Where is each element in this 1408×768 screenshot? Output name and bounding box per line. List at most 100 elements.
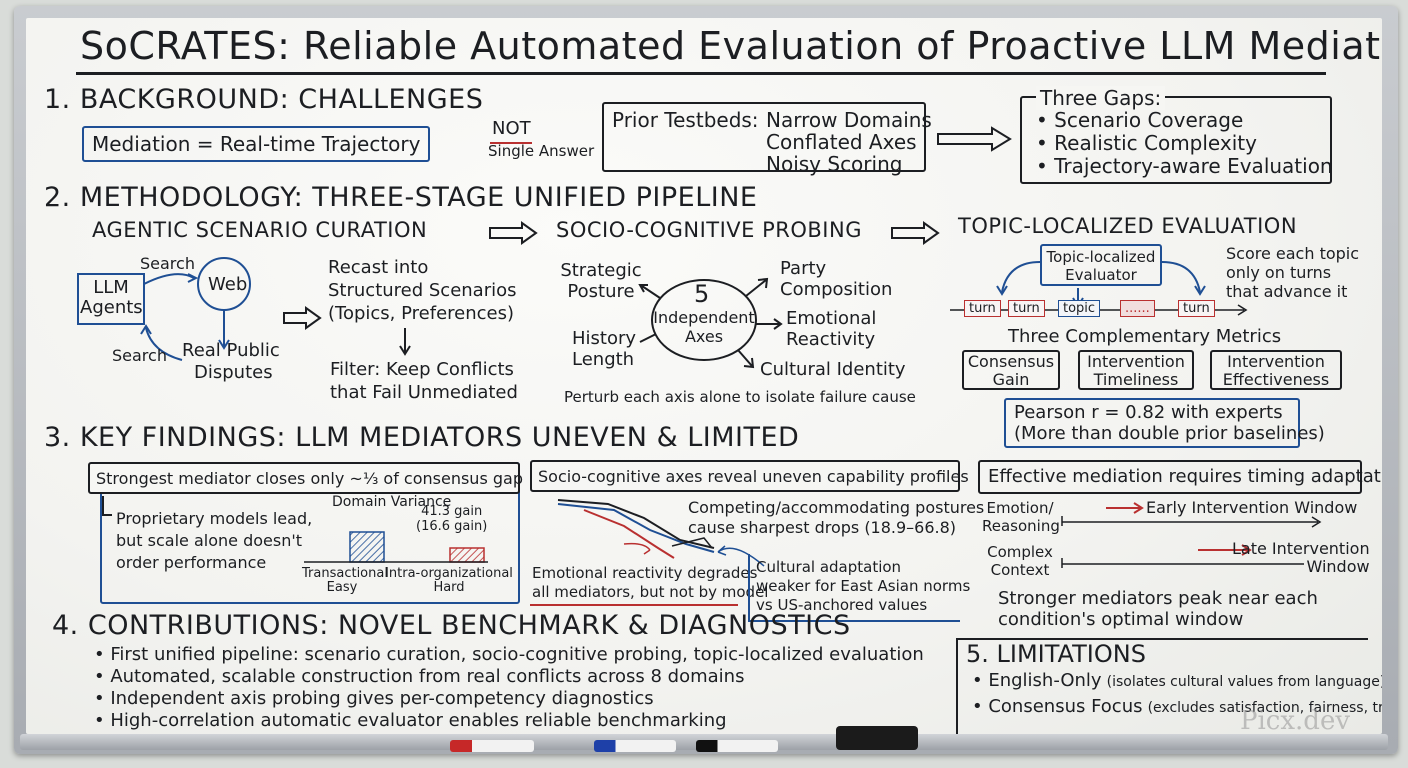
red-marker-icon[interactable] bbox=[450, 740, 534, 752]
finding-1-title: Strongest mediator closes only ~⅓ of con… bbox=[88, 462, 523, 494]
filter-line: that Fail Unmediated bbox=[330, 382, 518, 403]
whiteboard: SoCRATES: Reliable Automated Evaluation … bbox=[26, 18, 1382, 734]
bar-value-label: 41.3 gain (16.6 gain) bbox=[416, 504, 487, 534]
arrow-icon bbox=[489, 221, 538, 245]
score-note: Score each topic only on turns that adva… bbox=[1226, 244, 1359, 301]
note-line: Proprietary models lead, bbox=[116, 509, 313, 528]
arrow-icon bbox=[891, 221, 940, 245]
score-note-line: only on turns bbox=[1226, 263, 1332, 282]
timing-axis-2 bbox=[1061, 544, 1304, 568]
stage-2-label: SOCIO-COGNITIVE PROBING bbox=[556, 218, 862, 242]
arrow-icon bbox=[283, 306, 322, 330]
three-gaps-title: Three Gaps: bbox=[1036, 86, 1166, 110]
limitation-main: • Consensus Focus bbox=[972, 696, 1143, 717]
section-5-heading: 5. LIMITATIONS bbox=[966, 640, 1146, 668]
eraser-icon[interactable] bbox=[836, 726, 918, 750]
metrics-title: Three Complementary Metrics bbox=[1008, 326, 1282, 347]
domain-variance-bar-chart bbox=[304, 531, 488, 563]
topic-localized-evaluator: Topic-localized Evaluator bbox=[1040, 244, 1162, 286]
cultural-bracket bbox=[748, 554, 960, 622]
row-label-line: Complex bbox=[987, 543, 1053, 561]
bracket-line bbox=[102, 496, 112, 516]
limitations-box bbox=[956, 638, 1368, 734]
finding-2-cultural: Cultural adaptation weaker for East Asia… bbox=[756, 558, 970, 615]
pearson-box: Pearson r = 0.82 with experts (More than… bbox=[1004, 398, 1325, 448]
metric-line: Consensus bbox=[967, 352, 1055, 371]
axes-label-line: Axes bbox=[684, 327, 724, 346]
row-label-line: Context bbox=[990, 561, 1050, 579]
axis-cultural-identity: Cultural Identity bbox=[760, 359, 906, 380]
note-line: Stronger mediators peak near each bbox=[998, 588, 1318, 609]
finding-3-note: Stronger mediators peak near each condit… bbox=[998, 588, 1318, 630]
search-label: Search bbox=[112, 346, 167, 365]
curation-loop-diagram bbox=[77, 257, 251, 361]
turn-chip: turn bbox=[964, 300, 1001, 317]
section-4-heading: 4. CONTRIBUTIONS: NOVEL BENCHMARK & DIAG… bbox=[52, 610, 851, 641]
note-line: order performance bbox=[116, 553, 267, 572]
gap-item: • Scenario Coverage bbox=[1036, 108, 1244, 132]
turn-chip: turn bbox=[1178, 300, 1215, 317]
pearson-line: Pearson r = 0.82 with experts bbox=[1014, 402, 1283, 423]
finding-line: Cultural adaptation bbox=[756, 558, 902, 576]
page-title: SoCRATES: Reliable Automated Evaluation … bbox=[80, 24, 1382, 68]
axes-label-line: Independent bbox=[653, 308, 755, 327]
category-line: Hard bbox=[433, 580, 465, 595]
contribution-item: • High-correlation automatic evaluator e… bbox=[94, 710, 727, 731]
axis-emotional-reactivity: Emotional Reactivity bbox=[786, 308, 876, 350]
metric-line: Intervention bbox=[1087, 352, 1185, 371]
recast-line: Structured Scenarios bbox=[328, 280, 517, 301]
category-line: Intra-organizational bbox=[385, 566, 513, 581]
axis-strategic-posture: Strategic Posture bbox=[556, 260, 646, 302]
gap-item: • Realistic Complexity bbox=[1036, 131, 1257, 155]
bar-category-easy: Transactional Easy bbox=[302, 567, 388, 595]
window-label-line: Late Intervention bbox=[1232, 539, 1370, 558]
timing-row-2-label: Complex Context bbox=[982, 543, 1058, 579]
score-note-line: Score each topic bbox=[1226, 244, 1360, 263]
blue-marker-icon[interactable] bbox=[594, 740, 676, 752]
note-line: condition's optimal window bbox=[998, 609, 1244, 630]
title-underline bbox=[76, 72, 1326, 75]
black-marker-icon[interactable] bbox=[696, 740, 778, 752]
llm-agents-node: LLM Agents bbox=[80, 277, 143, 318]
finding-line: Emotional reactivity degrades bbox=[532, 564, 758, 582]
capability-profile-sketch bbox=[557, 499, 765, 567]
prior-testbeds-label: Prior Testbeds: bbox=[612, 108, 759, 132]
real-public-label: Real Public bbox=[182, 340, 280, 361]
bar-label-line: (16.6 gain) bbox=[416, 519, 488, 534]
prior-testbeds-box: Prior Testbeds: Narrow Domains Conflated… bbox=[602, 102, 932, 176]
stage-3-label: TOPIC-LOCALIZED EVALUATION bbox=[958, 214, 1298, 238]
metric-intervention-effectiveness: Intervention Effectiveness bbox=[1210, 350, 1342, 390]
not-label: NOT bbox=[492, 118, 531, 139]
contribution-item: • Automated, scalable construction from … bbox=[94, 666, 745, 687]
evaluator-line: Evaluator bbox=[1065, 266, 1137, 284]
timing-row-1-label: Emotion/ Reasoning bbox=[982, 499, 1060, 535]
note-line: but scale alone doesn't bbox=[116, 531, 303, 550]
late-window-label: Late Intervention Window bbox=[1232, 540, 1370, 576]
axes-count: 5 bbox=[694, 280, 710, 308]
filter-text: Filter: Keep Conflicts that Fail Unmedia… bbox=[330, 358, 518, 404]
pearson-line: (More than double prior baselines) bbox=[1014, 423, 1325, 444]
limitation-item: • Consensus Focus (excludes satisfaction… bbox=[972, 696, 1382, 717]
limitation-main: • English-Only bbox=[972, 670, 1102, 691]
finding-line: cause sharpest drops (18.9–66.8) bbox=[688, 518, 957, 537]
metric-line: Timeliness bbox=[1093, 370, 1179, 389]
metric-line: Gain bbox=[992, 370, 1030, 389]
section-2-heading: 2. METHODOLOGY: THREE-STAGE UNIFIED PIPE… bbox=[44, 182, 758, 213]
recast-text: Recast into Structured Scenarios (Topics… bbox=[328, 256, 517, 325]
finding-line: all mediators, but not by model bbox=[532, 583, 769, 601]
gap-item: • Trajectory-aware Evaluation bbox=[1036, 154, 1333, 178]
prior-item: Conflated Axes bbox=[766, 130, 917, 154]
disputes-label: Disputes bbox=[194, 362, 273, 383]
early-window-label: Early Intervention Window bbox=[1146, 498, 1358, 517]
stage-1-label: AGENTIC SCENARIO CURATION bbox=[92, 218, 428, 242]
web-node: Web bbox=[208, 274, 248, 295]
finding-1-note: Proprietary models lead, but scale alone… bbox=[116, 508, 312, 574]
finding-3-title: Effective mediation requires timing adap… bbox=[978, 460, 1382, 494]
bar-label-line: 41.3 gain bbox=[421, 504, 483, 519]
recast-line: Recast into bbox=[328, 257, 429, 278]
domain-variance-label: Domain Variance bbox=[332, 494, 452, 510]
row-label-line: Reasoning bbox=[982, 517, 1060, 535]
window-label-line: Window bbox=[1306, 557, 1370, 576]
metric-line: Effectiveness bbox=[1222, 370, 1330, 389]
row-label-line: Emotion/ bbox=[986, 499, 1054, 517]
